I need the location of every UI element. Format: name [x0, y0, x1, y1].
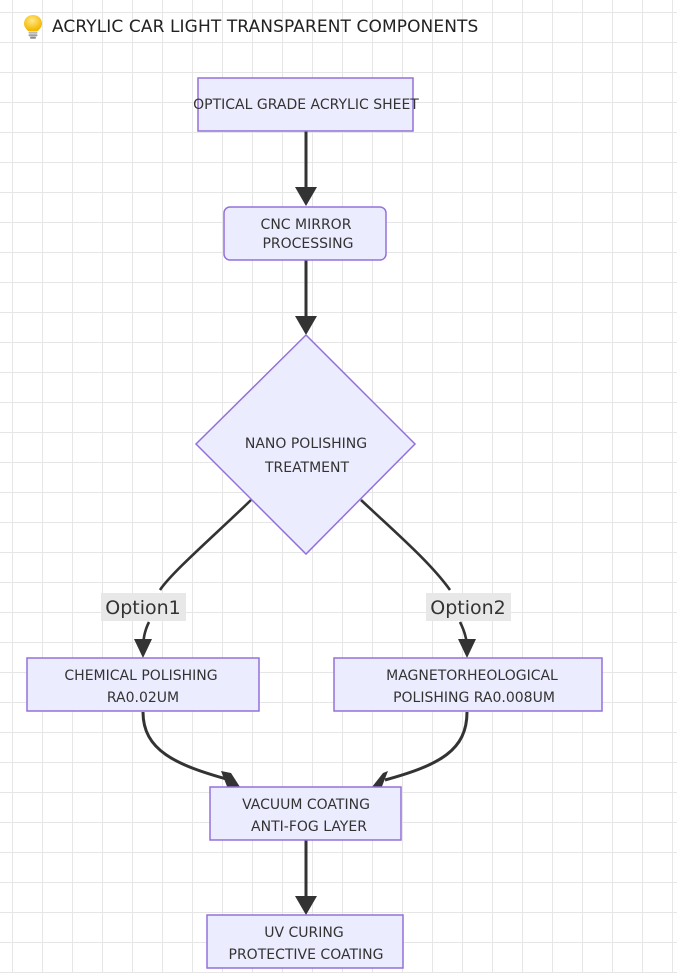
node-chemical-polishing[interactable]: CHEMICAL POLISHING RA0.02UM — [26, 657, 260, 712]
node-magnetorheological-polishing[interactable]: MAGNETORHEOLOGICAL POLISHING RA0.008UM — [333, 657, 603, 712]
node-uv-curing[interactable]: UV CURING PROTECTIVE COATING — [206, 914, 404, 969]
svg-text:CHEMICAL POLISHING: CHEMICAL POLISHING — [64, 668, 217, 684]
svg-text:VACUUM COATING: VACUUM COATING — [242, 797, 370, 813]
edge-nano-to-magneto — [360, 499, 469, 649]
edge-magneto-to-vacuum — [384, 711, 469, 782]
svg-text:ANTI-FOG LAYER: ANTI-FOG LAYER — [251, 819, 367, 835]
edges — [134, 131, 476, 915]
title-text: ACRYLIC CAR LIGHT TRANSPARENT COMPONENTS — [52, 17, 479, 37]
svg-text:OPTICAL GRADE ACRYLIC SHEET: OPTICAL GRADE ACRYLIC SHEET — [193, 97, 419, 113]
edge-label-option1: Option1 — [101, 593, 186, 621]
svg-text:PROCESSING: PROCESSING — [262, 236, 353, 252]
node-optical-grade-acrylic-sheet[interactable]: OPTICAL GRADE ACRYLIC SHEET — [193, 77, 419, 132]
edge-label-option2: Option2 — [426, 593, 511, 621]
edge-nano-to-chem — [141, 499, 252, 649]
svg-text:MAGNETORHEOLOGICAL: MAGNETORHEOLOGICAL — [386, 668, 558, 684]
node-cnc-mirror-processing[interactable]: CNC MIRROR PROCESSING — [223, 206, 387, 261]
svg-text:PROTECTIVE COATING: PROTECTIVE COATING — [229, 947, 384, 963]
svg-text:CNC MIRROR: CNC MIRROR — [261, 217, 352, 233]
svg-text:TREATMENT: TREATMENT — [264, 460, 350, 476]
arrowhead-sheet-to-cnc — [295, 187, 317, 206]
svg-text:RA0.02UM: RA0.02UM — [107, 690, 179, 706]
svg-text:Option2: Option2 — [430, 597, 506, 619]
arrowhead-nano-to-chem — [134, 639, 152, 658]
svg-text:POLISHING RA0.008UM: POLISHING RA0.008UM — [393, 690, 555, 706]
node-vacuum-coating[interactable]: VACUUM COATING ANTI-FOG LAYER — [209, 786, 402, 841]
svg-text:NANO POLISHING: NANO POLISHING — [245, 436, 367, 452]
arrowhead-cnc-to-nano — [295, 316, 317, 335]
arrowhead-chem-to-vacuum — [221, 771, 240, 789]
edge-chem-to-vacuum — [141, 711, 231, 782]
diagram-title: ACRYLIC CAR LIGHT TRANSPARENT COMPONENTS — [22, 12, 478, 42]
svg-text:UV CURING: UV CURING — [264, 925, 343, 941]
arrowhead-nano-to-magneto — [458, 639, 476, 658]
svg-text:Option1: Option1 — [105, 597, 181, 619]
decision-nano-polishing-treatment[interactable]: NANO POLISHING TREATMENT — [194, 333, 417, 556]
arrowhead-magneto-to-vacuum — [372, 771, 388, 789]
lightbulb-icon — [22, 14, 44, 40]
arrowhead-vacuum-to-uv — [295, 896, 317, 915]
